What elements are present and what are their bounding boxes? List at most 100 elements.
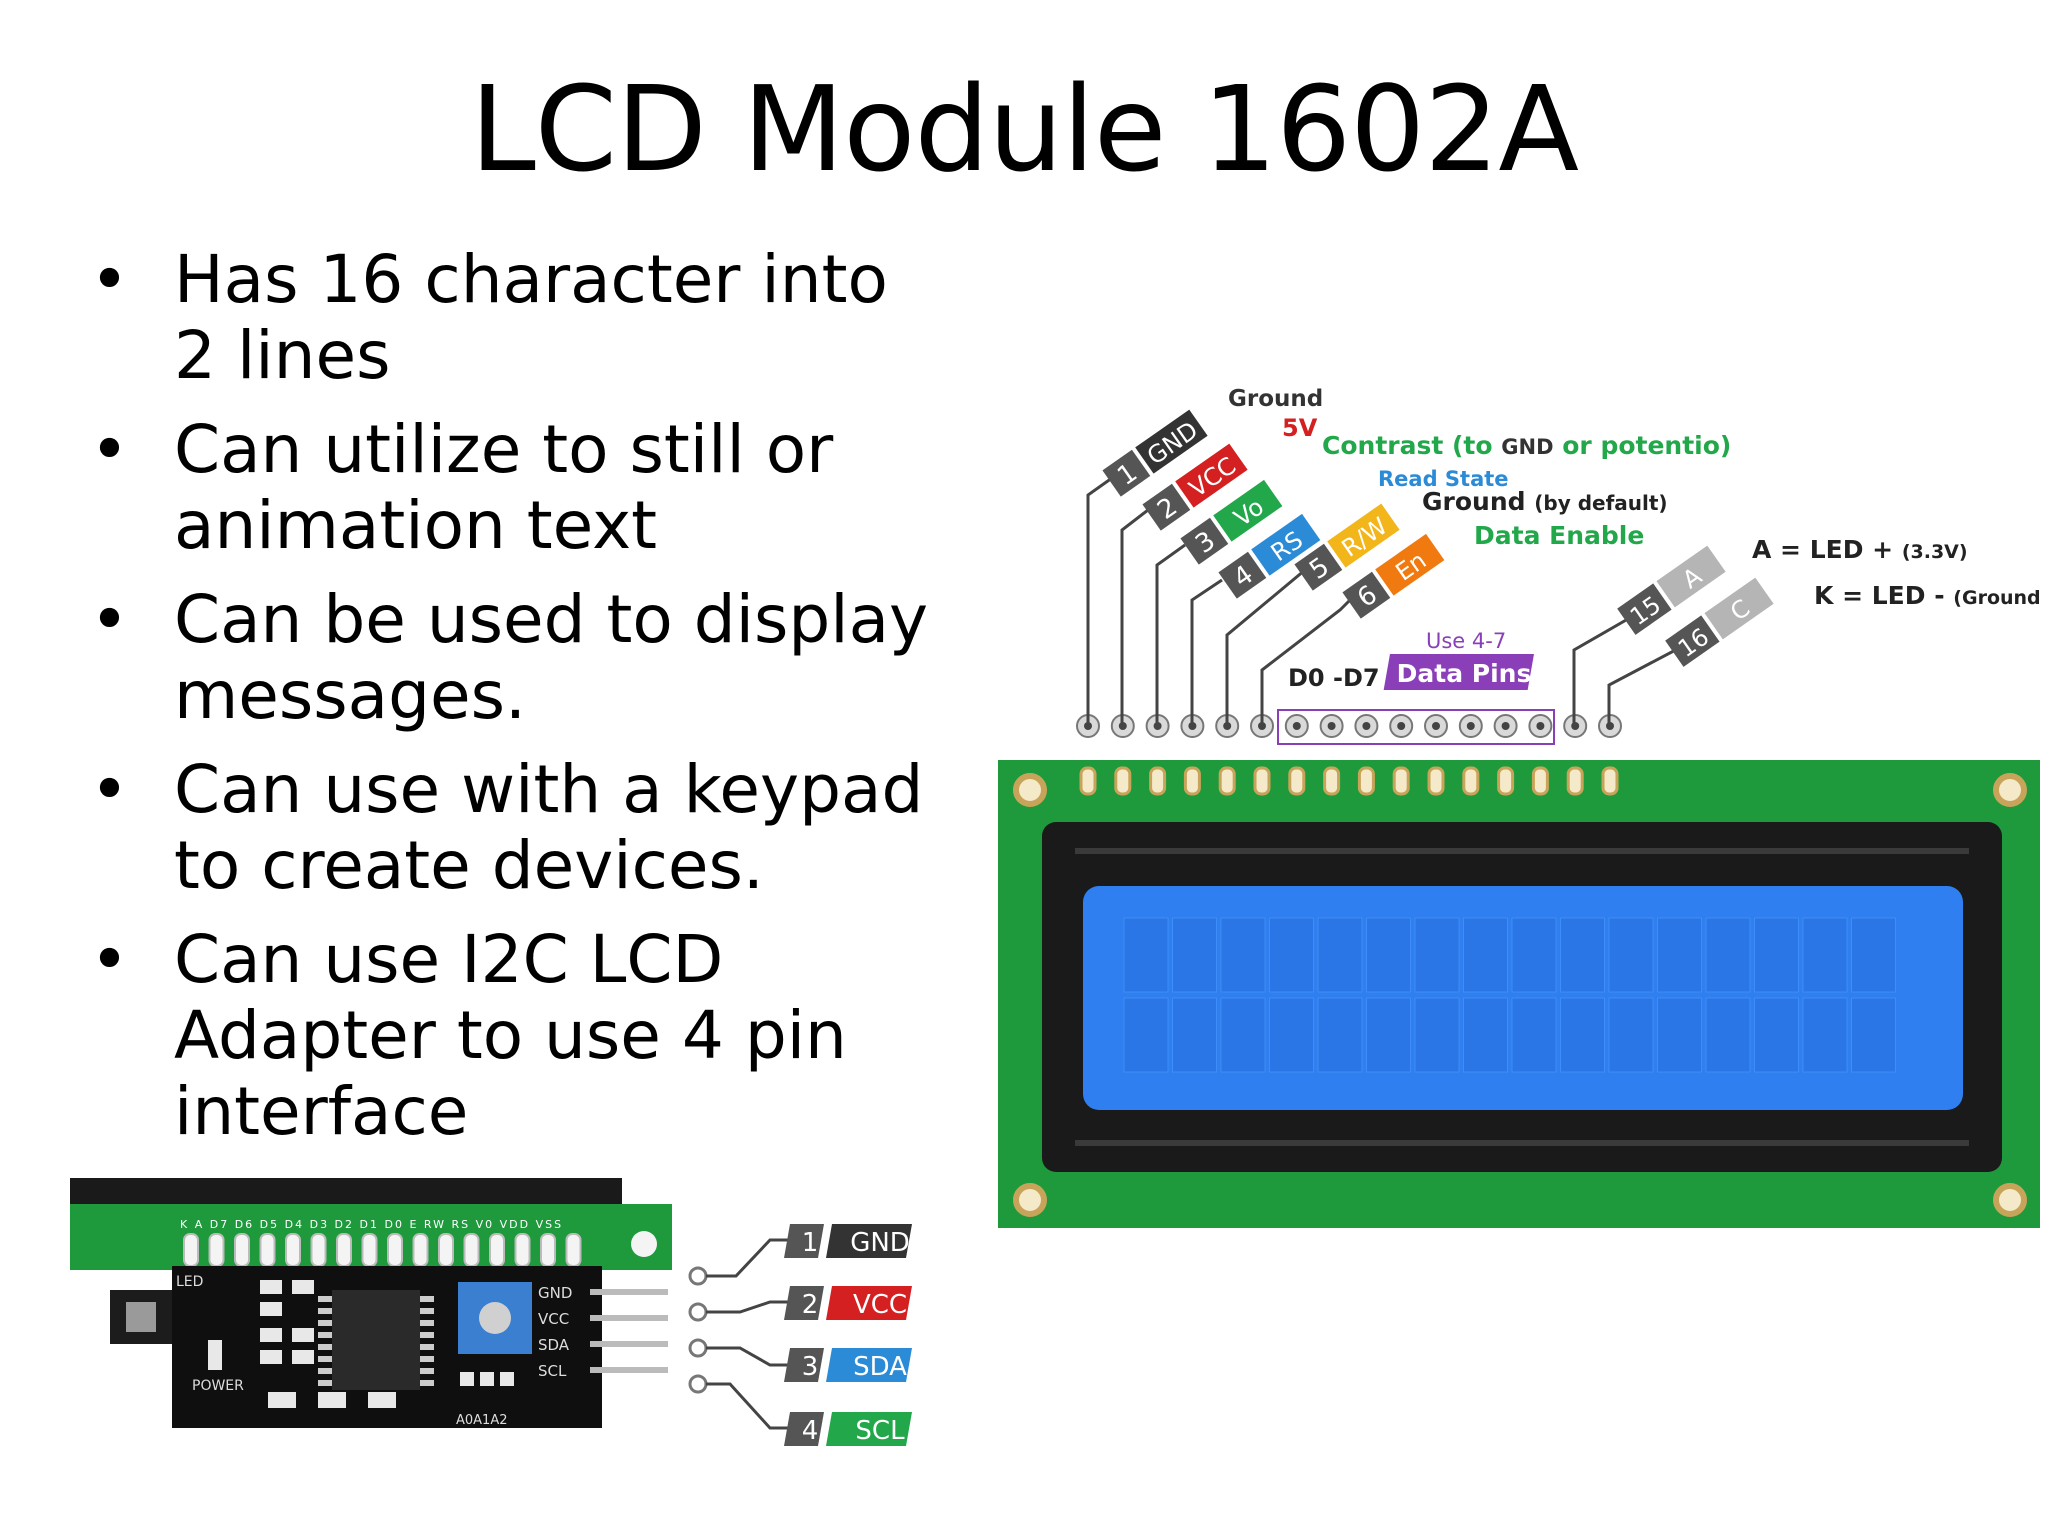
- header-pad: [1531, 766, 1549, 796]
- header-pad: [1566, 766, 1584, 796]
- header-pad: [1288, 766, 1306, 796]
- i2c-header-pin: [208, 1233, 225, 1267]
- chip-leg: [318, 1368, 332, 1374]
- pin-hole-center: [1258, 722, 1266, 730]
- lcd-char-cell: [1269, 997, 1314, 1073]
- header-pad: [1079, 766, 1097, 796]
- lcd-char-cell: [1608, 997, 1654, 1073]
- lcd-char-cell: [1172, 917, 1217, 993]
- slide-title: LCD Module 1602A: [469, 60, 1579, 198]
- i2c-tag-num: 2: [802, 1290, 819, 1320]
- header-pad: [1253, 766, 1271, 796]
- label-read-state: Read State: [1378, 467, 1509, 491]
- lcd-char-cell: [1172, 997, 1217, 1073]
- chip-leg: [420, 1296, 434, 1302]
- lcd-char-cell: [1123, 997, 1169, 1073]
- pin-hole-center: [1188, 722, 1197, 730]
- i2c-tag-label: SCL: [855, 1416, 905, 1446]
- i2c-header-pin: [310, 1233, 327, 1267]
- lcd-char-cell: [1366, 997, 1411, 1073]
- i2c-header-pin: [540, 1233, 556, 1267]
- bullet-dot: •: [90, 241, 129, 318]
- i2c-header-pin: [336, 1233, 352, 1267]
- mounting-holes: [1013, 773, 2027, 1217]
- pin-hole-center: [1292, 722, 1301, 730]
- i2c-leader-lines: [706, 1238, 790, 1430]
- i2c-header-pin: [387, 1233, 403, 1267]
- lcd-char-cell: [1754, 917, 1799, 993]
- header-pad: [1357, 766, 1375, 796]
- data-pins-bracket: [1277, 709, 1555, 745]
- label-a-led: A = LED + (3.3V): [1752, 535, 1968, 564]
- lcd-char-cell: [1657, 997, 1702, 1073]
- lcd-char-cell: [1657, 917, 1702, 993]
- chip-leg: [318, 1320, 332, 1326]
- header-pad: [1427, 766, 1445, 796]
- header-pad: [1601, 766, 1619, 796]
- lcd-char-cell: [1123, 917, 1169, 993]
- potentiometer-knob: [479, 1302, 511, 1334]
- lcd-char-cell: [1317, 997, 1363, 1073]
- i2c-pin-tag-2: [784, 1286, 912, 1320]
- chip-leg: [318, 1332, 332, 1338]
- label-i2c-scl: SCL: [538, 1362, 567, 1380]
- lcd-char-cell: [1414, 997, 1460, 1073]
- lcd-char-cell: [1463, 997, 1508, 1073]
- pin-row: [1076, 714, 1622, 738]
- i2c-tag-label: SDA: [853, 1352, 907, 1382]
- chip-leg: [420, 1356, 434, 1362]
- chip-leg: [318, 1296, 332, 1302]
- bullet-dot: •: [90, 751, 129, 828]
- lcd-char-cell: [1851, 917, 1896, 993]
- header-pad: [1218, 766, 1236, 796]
- lcd-char-cell: [1511, 997, 1557, 1073]
- i2c-header-pin: [514, 1233, 531, 1267]
- pin-tag-15: 15 A: [1617, 545, 1726, 635]
- header-pad: [1462, 766, 1480, 796]
- lcd-char-cell: [1220, 917, 1266, 993]
- i2c-header-pins: [183, 1233, 582, 1267]
- header-pad: [1323, 766, 1341, 796]
- label-data-enable: Data Enable: [1474, 521, 1644, 550]
- i2c-tag-label: VCC: [853, 1290, 907, 1320]
- pin-hole-center: [1223, 722, 1232, 730]
- chip-leg: [420, 1332, 434, 1338]
- bullet-dot: •: [90, 921, 129, 998]
- lcd-char-cell: [1560, 917, 1605, 993]
- label-use-4-7: Use 4-7: [1426, 629, 1506, 653]
- i2c-pin-tag-1: [784, 1224, 912, 1258]
- header-pad: [1183, 766, 1201, 796]
- i2c-tag-num: 3: [802, 1352, 819, 1382]
- label-data-pins: Data Pins: [1397, 659, 1532, 688]
- label-d0-d7: D0 -D7: [1288, 664, 1380, 692]
- i2c-pin-tag-3: [784, 1348, 912, 1382]
- label-contrast: Contrast (to GND or potentio): [1322, 431, 1731, 460]
- label-i2c-vcc: VCC: [538, 1310, 569, 1328]
- i2c-chip: [332, 1290, 420, 1390]
- chip-leg: [318, 1356, 332, 1362]
- bullet-dot: •: [90, 581, 129, 658]
- i2c-pin-ends: [688, 1266, 708, 1394]
- i2c-side-pins: [590, 1289, 668, 1373]
- i2c-header-pin: [259, 1233, 276, 1267]
- lcd-char-cell: [1802, 997, 1848, 1073]
- i2c-header-pin: [463, 1233, 480, 1267]
- label-5v: 5V: [1282, 414, 1318, 442]
- chip-legs: [318, 1296, 434, 1386]
- header-pad: [1497, 766, 1515, 796]
- pin-hole-center: [1084, 722, 1092, 730]
- pin-tag-6: 6 En: [1342, 533, 1445, 619]
- i2c-header-pin-labels: K A D7 D6 D5 D4 D3 D2 D1 D0 E RW RS V0 V…: [180, 1218, 563, 1231]
- chip-leg: [420, 1380, 434, 1386]
- pin-hole-center: [1432, 722, 1440, 730]
- header-pad: [1149, 766, 1167, 796]
- i2c-header-pin: [234, 1233, 250, 1267]
